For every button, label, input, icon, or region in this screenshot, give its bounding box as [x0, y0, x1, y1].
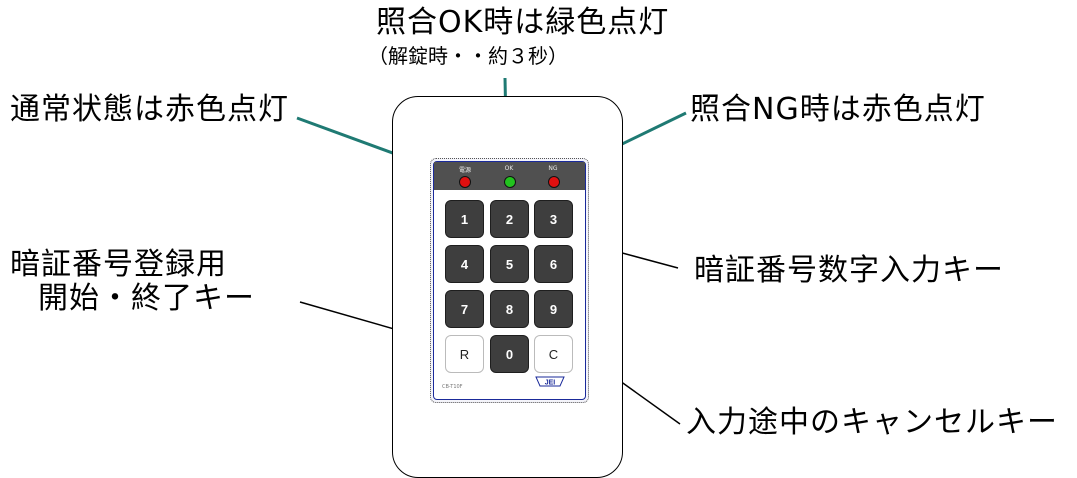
led-label-power: 電源: [458, 167, 471, 174]
callout-ng: 照合NG時は赤色点灯: [690, 92, 986, 127]
callout-normal: 通常状態は赤色点灯: [10, 92, 289, 127]
key-7[interactable]: 7: [445, 290, 484, 328]
led-ng: [548, 176, 560, 188]
led-power: [459, 176, 471, 188]
callout-register-1: 暗証番号登録用: [10, 247, 227, 282]
jei-logo-icon: JEI: [535, 376, 565, 387]
callout-cancel: 入力途中のキャンセルキー: [686, 405, 1058, 440]
callout-register-2: 開始・終了キー: [38, 281, 255, 316]
led-ok: [504, 176, 516, 188]
led-label-ng: NG: [548, 165, 558, 172]
model-number: CB-T10F: [442, 384, 463, 390]
led-label-ok: OK: [504, 165, 514, 172]
key-1[interactable]: 1: [445, 200, 484, 238]
key-2[interactable]: 2: [490, 200, 529, 238]
key-6[interactable]: 6: [534, 245, 573, 283]
led-bar: 電源 OK NG: [434, 162, 585, 190]
key-0[interactable]: 0: [490, 335, 529, 373]
callout-ok: 照合OK時は緑色点灯: [376, 5, 670, 40]
key-9[interactable]: 9: [534, 290, 573, 328]
key-c[interactable]: C: [534, 335, 573, 373]
key-8[interactable]: 8: [490, 290, 529, 328]
key-5[interactable]: 5: [490, 245, 529, 283]
key-4[interactable]: 4: [445, 245, 484, 283]
callout-digits: 暗証番号数字入力キー: [694, 253, 1004, 288]
keypad-face: 電源 OK NG 1 2 3 4 5 6 7 8 9 R 0 C CB-T10F…: [433, 161, 586, 400]
svg-text:JEI: JEI: [545, 380, 556, 387]
key-3[interactable]: 3: [534, 200, 573, 238]
callout-ok-note: （解錠時・・約３秒）: [368, 44, 568, 68]
keypad-panel: 電源 OK NG 1 2 3 4 5 6 7 8 9 R 0 C CB-T10F…: [430, 158, 589, 403]
key-r[interactable]: R: [445, 335, 484, 373]
